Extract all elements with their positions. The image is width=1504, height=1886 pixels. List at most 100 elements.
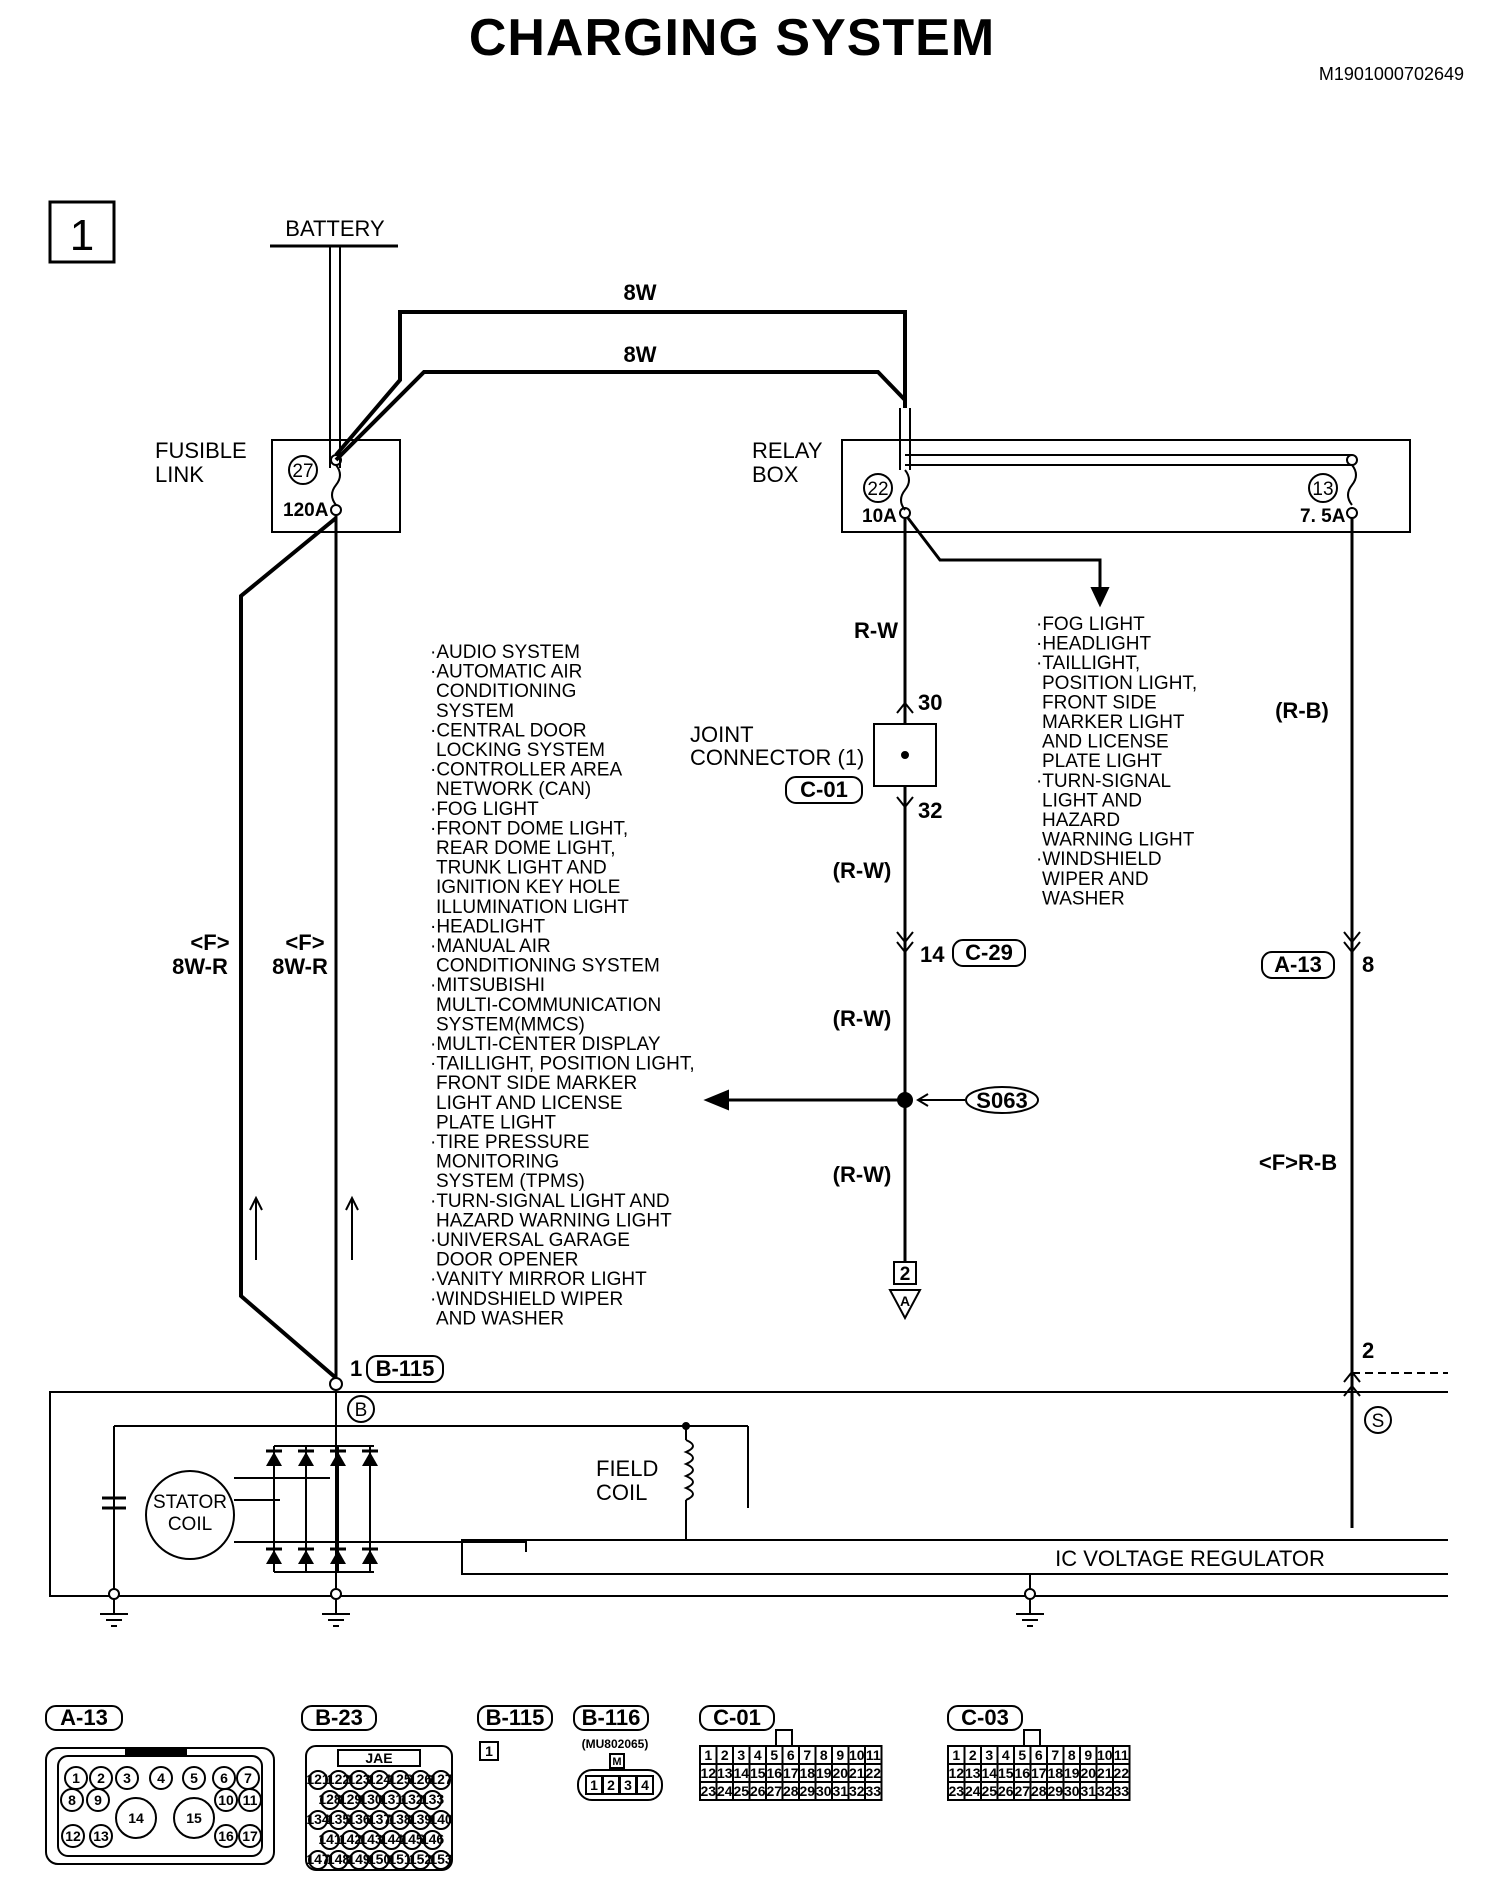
fuse22-branch-wire bbox=[906, 517, 1102, 590]
c-pin-number: 24 bbox=[717, 1783, 733, 1799]
fusible-link-element bbox=[331, 464, 341, 506]
a13-pin-number: 10 bbox=[218, 1792, 234, 1808]
legend-b23-maker-box bbox=[337, 1749, 421, 1767]
left-list-line: ·TIRE PRESSURE bbox=[430, 1132, 589, 1153]
b116-pin-number: 1 bbox=[590, 1777, 598, 1793]
b23-pin-circle bbox=[431, 1770, 451, 1790]
joint-connector-label-2: CONNECTOR (1) bbox=[690, 745, 864, 770]
b23-pin-number: 151 bbox=[388, 1851, 412, 1867]
rectifier-diode-bars bbox=[266, 1449, 378, 1551]
c-pin-number: 21 bbox=[849, 1765, 865, 1781]
b23-pin-circle bbox=[361, 1790, 381, 1810]
right-list-line: ·FOG LIGHT bbox=[1036, 614, 1145, 635]
s063-label: S063 bbox=[976, 1088, 1027, 1113]
right-list-line: ·WINDSHIELD bbox=[1036, 849, 1162, 870]
c-pin-number: 15 bbox=[998, 1765, 1014, 1781]
wire-label-rw-paren-2: (R-W) bbox=[833, 1006, 892, 1031]
legend-a13-code: A-13 bbox=[60, 1705, 108, 1730]
legend-a13-code-box bbox=[45, 1705, 123, 1731]
a13-pin-circle bbox=[238, 1824, 262, 1848]
a13-pin-circle bbox=[60, 1788, 84, 1812]
stator-coil-circle bbox=[145, 1470, 235, 1560]
b116-pin-number: 3 bbox=[624, 1777, 632, 1793]
c-pin-number: 11 bbox=[866, 1747, 881, 1763]
alternator-outline bbox=[49, 1391, 1448, 1597]
jc-pin-top: 30 bbox=[918, 690, 942, 715]
c-pin-number: 17 bbox=[1031, 1765, 1047, 1781]
legend-b116-code-box bbox=[573, 1705, 649, 1731]
c-pin-number: 10 bbox=[1097, 1747, 1113, 1763]
c-pin-number: 2 bbox=[969, 1747, 977, 1763]
fusible-link-label-1: FUSIBLE bbox=[155, 438, 247, 463]
b23-pin-number: 124 bbox=[368, 1771, 392, 1787]
right-list-line: MARKER LIGHT bbox=[1042, 712, 1185, 733]
b23-pin-number: 122 bbox=[327, 1771, 351, 1787]
b23-pin-number: 127 bbox=[429, 1771, 453, 1787]
c-pin-number: 13 bbox=[717, 1765, 733, 1781]
right-circuit-list: ·FOG LIGHT·HEADLIGHT·TAILLIGHT,POSITION … bbox=[1036, 614, 1197, 909]
fuse13-element bbox=[1347, 464, 1357, 506]
b23-pin-number: 153 bbox=[429, 1851, 453, 1867]
right-list-line: WIPER AND bbox=[1042, 869, 1149, 890]
right-list-line: ·TURN-SIGNAL bbox=[1036, 771, 1171, 792]
b23-pin-circle bbox=[328, 1810, 349, 1830]
a13-pin-number: 7 bbox=[244, 1770, 252, 1786]
offpage-ref-box bbox=[893, 1261, 917, 1285]
c-pin-number: 31 bbox=[1080, 1783, 1096, 1799]
b115-code: B-115 bbox=[376, 1356, 435, 1381]
left-list-line: ·HEADLIGHT bbox=[430, 916, 545, 937]
stator-coil-label-1: STATOR bbox=[153, 1492, 227, 1513]
left-list-line: CONDITIONING bbox=[436, 681, 576, 702]
c-pin-number: 29 bbox=[799, 1783, 815, 1799]
left-list-line: ·AUDIO SYSTEM bbox=[430, 642, 580, 663]
legend-b23-pins: 1211221231241251261271281291301311321331… bbox=[306, 1770, 453, 1870]
b23-pin-number: 125 bbox=[388, 1771, 412, 1787]
b115-code-box bbox=[366, 1355, 444, 1383]
left-list-line: AND WASHER bbox=[436, 1308, 564, 1329]
c-pin-number: 33 bbox=[865, 1783, 881, 1799]
a13-pin-number: 8 bbox=[68, 1792, 76, 1808]
stator-coil-label-2: COIL bbox=[168, 1514, 212, 1535]
offpage-ref-letter: A bbox=[900, 1293, 910, 1309]
a13-pin-number: 13 bbox=[93, 1828, 109, 1844]
b23-pin-number: 135 bbox=[327, 1811, 351, 1827]
c-pin-number: 1 bbox=[952, 1747, 960, 1763]
jc-top-pin-mark bbox=[896, 701, 914, 714]
c-pin-cell bbox=[1112, 1781, 1131, 1801]
relay-box bbox=[841, 439, 1411, 533]
ground-symbols bbox=[100, 1588, 1044, 1627]
b23-pin-circle bbox=[361, 1830, 381, 1850]
left-list-line: MULTI-COMMUNICATION bbox=[436, 995, 661, 1016]
ic-regulator-label: IC VOLTAGE REGULATOR bbox=[1055, 1546, 1325, 1571]
fuse13-rating: 7. 5A bbox=[1300, 506, 1346, 527]
wire-label-rw: R-W bbox=[854, 618, 898, 643]
a13-pin-number: 12 bbox=[65, 1828, 81, 1844]
a13-pin-circle bbox=[214, 1824, 238, 1848]
b23-pin-number: 131 bbox=[380, 1791, 404, 1807]
right-list-line: LIGHT AND bbox=[1042, 790, 1142, 811]
b23-pin-number: 138 bbox=[388, 1811, 412, 1827]
right-list-line: FRONT SIDE bbox=[1042, 692, 1157, 713]
c-pin-number: 12 bbox=[700, 1765, 716, 1781]
left-list-line: ·FRONT DOME LIGHT, bbox=[430, 818, 628, 839]
c-pin-number: 9 bbox=[836, 1747, 844, 1763]
legend-b116-part: (MU802065) bbox=[582, 1737, 649, 1751]
b23-pin-circle bbox=[402, 1830, 422, 1850]
b23-pin-circle bbox=[390, 1850, 410, 1870]
offpage-ref-number: 2 bbox=[900, 1264, 911, 1285]
a13-pin-number: 3 bbox=[123, 1770, 131, 1786]
legend-b23-code: B-23 bbox=[315, 1705, 363, 1730]
b23-pin-circle bbox=[308, 1810, 328, 1830]
b23-pin-number: 134 bbox=[306, 1811, 330, 1827]
b23-pin-circle bbox=[381, 1790, 402, 1810]
legend-c03-code-box bbox=[947, 1705, 1023, 1731]
c-pin-number: 33 bbox=[1113, 1783, 1129, 1799]
c-pin-number: 10 bbox=[849, 1747, 865, 1763]
a13-pin-circle bbox=[182, 1766, 206, 1790]
terminal-s-label: S bbox=[1372, 1411, 1385, 1432]
b23-pin-circle bbox=[390, 1770, 410, 1790]
c-pin-number: 11 bbox=[1114, 1747, 1129, 1763]
s-terminal-pin: 2 bbox=[1362, 1338, 1374, 1363]
legend-c01-code: C-01 bbox=[713, 1705, 761, 1730]
